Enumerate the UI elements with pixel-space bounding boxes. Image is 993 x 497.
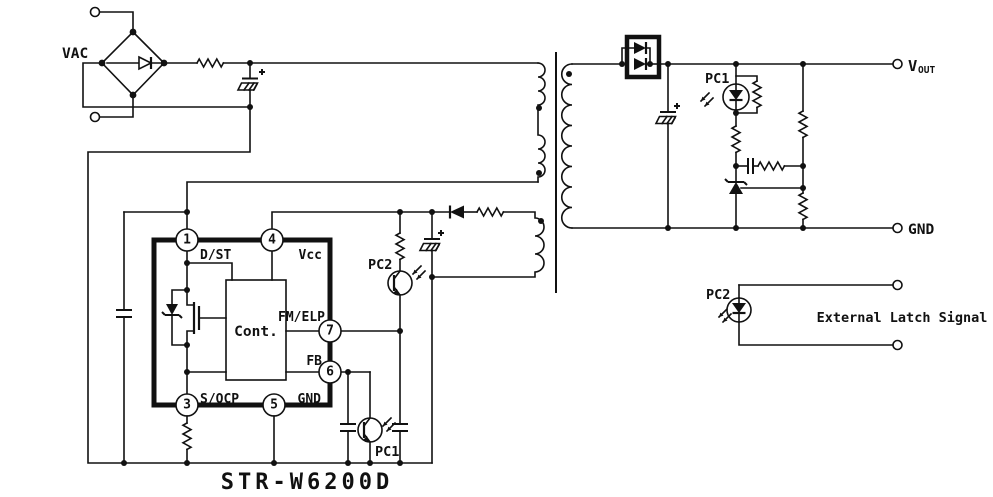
pin-number: 7 xyxy=(326,324,334,339)
pin-7: 7 FM/ELP xyxy=(278,310,342,343)
fb-capacitors xyxy=(340,330,408,464)
diode-icon xyxy=(634,58,646,70)
latch-circuit: PC2 External Latch Signal xyxy=(706,284,988,346)
startup-link xyxy=(186,262,233,281)
plus-sign-icon xyxy=(438,230,444,236)
light-arrows-icon xyxy=(717,307,733,324)
pin-5: 5 GND xyxy=(262,392,322,417)
pin-number: 5 xyxy=(270,398,278,413)
primary-polarity-dot xyxy=(536,105,542,111)
pin-label: FB xyxy=(306,354,322,369)
controller-block-label: Cont. xyxy=(234,324,278,340)
pc1-phototransistor: PC1 xyxy=(357,371,399,464)
pin-number: 3 xyxy=(183,398,191,413)
aux-polarity-dot xyxy=(538,218,544,224)
bridge-diode-icon xyxy=(138,55,153,71)
pc1-label: PC1 xyxy=(375,444,399,460)
latch-terminal-top xyxy=(892,279,903,291)
secondary-polarity-dot xyxy=(566,71,572,77)
vcc-resistor xyxy=(475,206,505,218)
primary-polarity-dot xyxy=(536,170,542,176)
plus-sign-icon xyxy=(674,103,680,109)
pc2-label: PC2 xyxy=(368,257,392,273)
vcc-rectifier-diode xyxy=(431,205,478,219)
fusible-resistor xyxy=(195,57,225,69)
secondary-rectifier xyxy=(621,34,662,80)
bridge-rectifier xyxy=(98,28,168,99)
pin-number: 1 xyxy=(183,233,191,248)
diode-icon xyxy=(634,42,646,54)
internal-zener-diode xyxy=(161,289,188,346)
pin-1: 1 D/ST xyxy=(175,228,231,263)
light-arrows-icon xyxy=(411,264,427,281)
voltage-divider xyxy=(797,63,809,229)
compensation-network xyxy=(735,158,804,174)
pc1-led: PC1 xyxy=(699,63,763,127)
latch-terminal-bottom xyxy=(892,339,903,351)
pin-label: GND xyxy=(298,392,322,407)
input-bulk-capacitor xyxy=(236,62,265,108)
pc2-phototransistor: PC2 xyxy=(368,211,427,332)
vout-terminal xyxy=(892,58,903,70)
pin-4: 4 Vcc xyxy=(260,228,322,263)
led-icon xyxy=(729,90,743,100)
snubber-capacitor xyxy=(116,211,132,464)
pin-3: 3 S/OCP xyxy=(175,392,239,417)
vac-terminal-top xyxy=(89,6,101,18)
vcc-capacitor xyxy=(418,211,444,464)
primary-winding xyxy=(537,62,546,183)
junction-dots xyxy=(121,60,806,466)
ic-str-w6200d: Cont. 1 D/ST xyxy=(151,228,342,417)
vout-sub-label: OUT xyxy=(918,65,935,76)
secondary-wiring xyxy=(571,63,894,229)
part-number-label: STR-W6200D xyxy=(221,470,393,495)
pin-number: 4 xyxy=(268,233,276,248)
external-latch-label: External Latch Signal xyxy=(817,310,988,326)
vout-label: V xyxy=(908,57,917,75)
terminals xyxy=(89,6,903,351)
transformer xyxy=(431,52,573,293)
light-arrows-icon xyxy=(381,416,397,433)
pc1-label: PC1 xyxy=(705,71,729,87)
vac-terminal-bottom xyxy=(89,111,101,123)
aux-winding xyxy=(431,211,545,278)
pin-label: Vcc xyxy=(299,248,322,263)
plus-sign-icon xyxy=(259,69,265,75)
pc2-label: PC2 xyxy=(706,287,730,303)
gnd-label: GND xyxy=(908,222,934,238)
vac-label: VAC xyxy=(62,46,88,62)
secondary-winding xyxy=(561,63,573,229)
shunt-regulator xyxy=(724,124,804,229)
output-capacitor xyxy=(654,63,680,229)
pin-number: 6 xyxy=(326,365,334,380)
led-icon xyxy=(732,303,746,313)
gnd-terminal xyxy=(892,222,903,234)
diode-icon xyxy=(450,205,464,219)
zener-icon xyxy=(729,182,743,194)
pin-label: FM/ELP xyxy=(278,310,325,325)
pin-label: D/ST xyxy=(200,248,231,263)
controller-block xyxy=(225,279,287,381)
light-arrows-icon xyxy=(699,91,715,108)
pin-label: S/OCP xyxy=(200,392,239,407)
ocp-resistor xyxy=(181,415,193,464)
pin-6: 6 FB xyxy=(306,354,342,384)
primary-wiring xyxy=(82,11,539,464)
